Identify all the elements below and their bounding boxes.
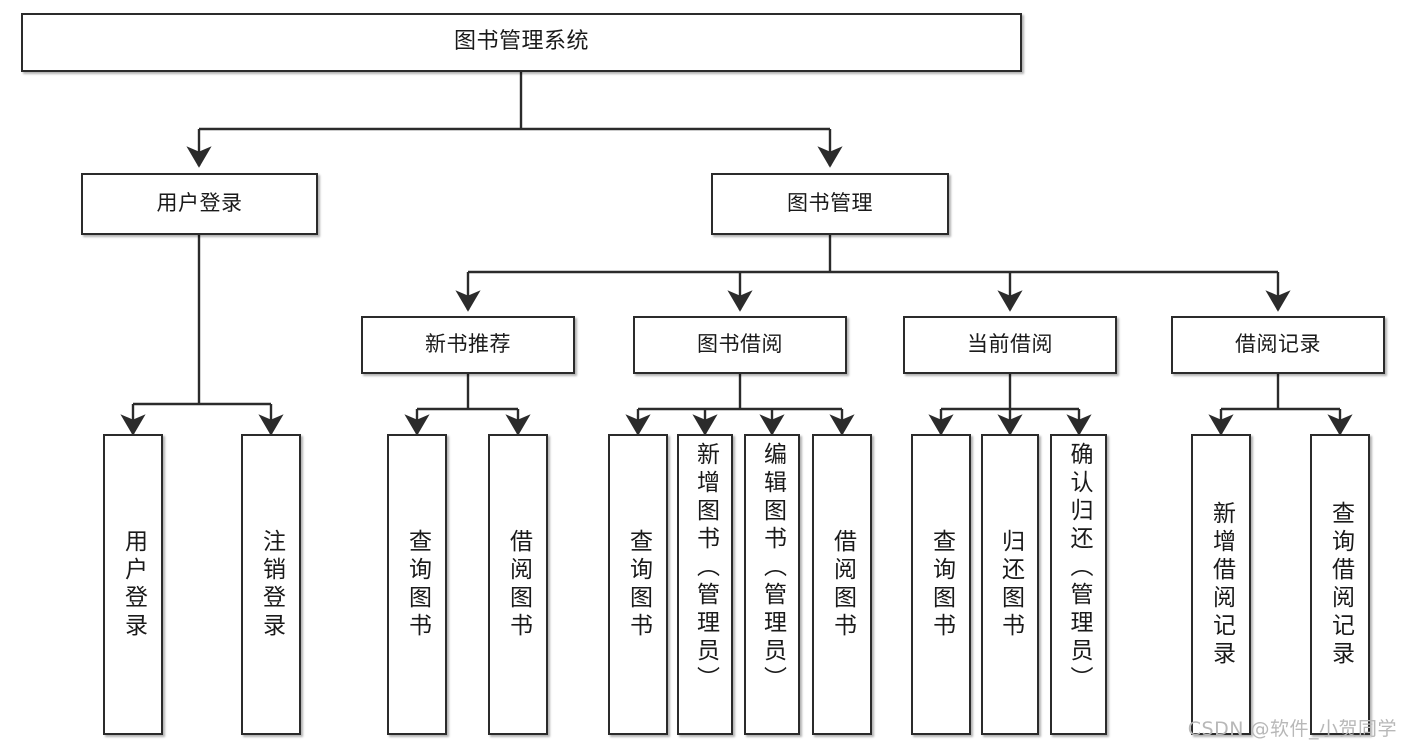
node-leaf-borrow-book-2-label: 借阅图书: [829, 528, 856, 641]
node-root[interactable]: 图书管理系统: [21, 13, 1022, 72]
node-leaf-borrow-book-2[interactable]: 借阅图书: [812, 434, 872, 735]
node-root-label: 图书管理系统: [453, 29, 589, 55]
node-book-borrow-label: 图书借阅: [697, 332, 783, 357]
node-leaf-query-book-3[interactable]: 查询图书: [911, 434, 971, 735]
node-leaf-edit-book[interactable]: 编辑图书（管理员）: [744, 434, 800, 735]
node-leaf-confirm-return-label: 确认归还（管理员）: [1066, 442, 1092, 694]
node-leaf-borrow-book-1-label: 借阅图书: [505, 528, 532, 641]
node-borrow-record[interactable]: 借阅记录: [1171, 316, 1385, 374]
node-leaf-query-book-3-label: 查询图书: [928, 528, 955, 641]
node-leaf-add-record[interactable]: 新增借阅记录: [1191, 434, 1251, 735]
node-borrow-record-label: 借阅记录: [1235, 332, 1321, 357]
node-leaf-user-login-label: 用户登录: [120, 528, 147, 641]
node-leaf-borrow-book-1[interactable]: 借阅图书: [488, 434, 548, 735]
node-leaf-return-book-label: 归还图书: [997, 528, 1024, 641]
node-leaf-confirm-return[interactable]: 确认归还（管理员）: [1050, 434, 1107, 735]
node-current-borrow[interactable]: 当前借阅: [903, 316, 1117, 374]
node-new-book-rec[interactable]: 新书推荐: [361, 316, 575, 374]
node-leaf-logout-login[interactable]: 注销登录: [241, 434, 301, 735]
node-leaf-query-book-2-label: 查询图书: [625, 528, 652, 641]
node-leaf-user-login[interactable]: 用户登录: [103, 434, 163, 735]
node-leaf-edit-book-label: 编辑图书（管理员）: [759, 442, 786, 694]
node-leaf-logout-login-label: 注销登录: [258, 528, 285, 641]
node-leaf-query-book-1[interactable]: 查询图书: [387, 434, 447, 735]
node-book-borrow[interactable]: 图书借阅: [633, 316, 847, 374]
node-leaf-query-record-label: 查询借阅记录: [1327, 500, 1354, 669]
node-leaf-return-book[interactable]: 归还图书: [981, 434, 1039, 735]
node-leaf-query-record[interactable]: 查询借阅记录: [1310, 434, 1370, 735]
node-leaf-add-book[interactable]: 新增图书（管理员）: [677, 434, 733, 735]
node-current-borrow-label: 当前借阅: [967, 332, 1053, 357]
node-user-login[interactable]: 用户登录: [81, 173, 318, 235]
node-book-manage-label: 图书管理: [787, 191, 873, 216]
node-book-manage[interactable]: 图书管理: [711, 173, 949, 235]
node-user-login-label: 用户登录: [156, 191, 243, 216]
node-leaf-query-book-2[interactable]: 查询图书: [608, 434, 668, 735]
node-leaf-query-book-1-label: 查询图书: [404, 528, 431, 641]
node-new-book-rec-label: 新书推荐: [425, 332, 511, 357]
watermark-text: CSDN @软件_小贺同学: [1187, 718, 1397, 740]
node-leaf-add-record-label: 新增借阅记录: [1208, 500, 1235, 669]
node-leaf-add-book-label: 新增图书（管理员）: [692, 442, 719, 694]
